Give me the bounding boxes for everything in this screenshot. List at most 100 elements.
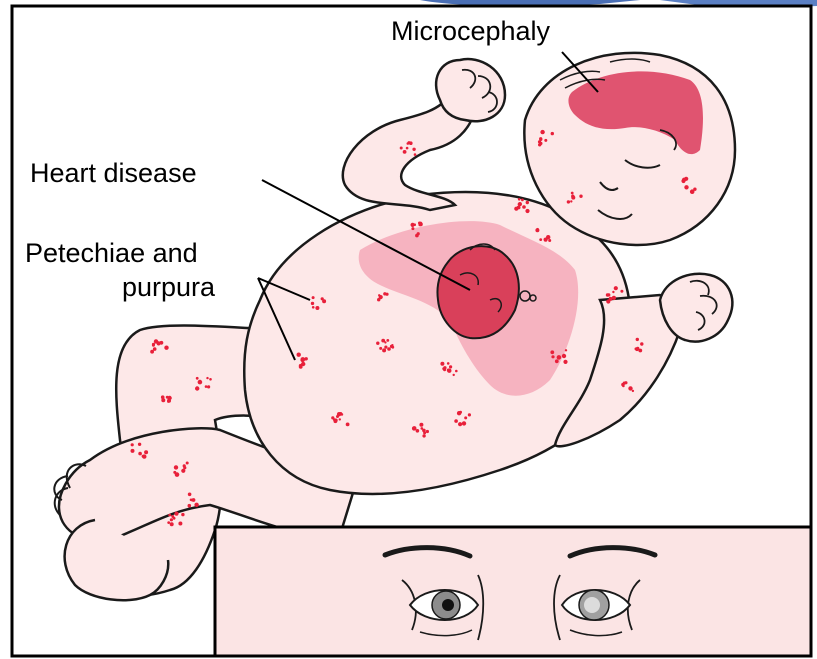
petechia-dot [563, 360, 567, 364]
petechia-dot [550, 350, 554, 354]
petechia-dot [150, 350, 154, 354]
petechia-dot [526, 201, 529, 204]
petechia-dot [174, 465, 178, 469]
petechia-dot [612, 291, 614, 293]
petechia-dot [628, 386, 632, 390]
petechia-dot [411, 227, 414, 230]
petechia-dot [521, 199, 524, 202]
petechia-dot [195, 386, 199, 390]
petechia-dot [562, 354, 566, 358]
petechia-dot [377, 298, 380, 301]
petechia-dot [518, 198, 521, 201]
petechia-dot [419, 423, 423, 427]
petechia-dot [462, 421, 466, 425]
petechia-dot [171, 515, 174, 518]
petechia-dot [131, 443, 134, 446]
petechia-dot [442, 367, 445, 370]
petechia-dot [315, 306, 319, 310]
petechia-dot [164, 346, 168, 350]
petechia-dot [457, 411, 461, 415]
petechia-dot [522, 205, 526, 209]
petechia-dot [555, 359, 559, 363]
petechia-dot [154, 339, 158, 343]
petechia-dot [194, 503, 198, 507]
petechia-dot [418, 222, 421, 225]
petechia-dot [175, 472, 180, 477]
petechia-dot [167, 521, 170, 524]
petechia-dot [299, 365, 303, 369]
eyes-inset-cataract [215, 527, 811, 656]
petechia-dot [571, 195, 574, 198]
petechia-dot [181, 469, 185, 473]
petechia-dot [468, 413, 471, 416]
petechia-dot [416, 429, 420, 433]
petechia-dot [539, 238, 542, 241]
petechia-dot [190, 499, 193, 502]
petechia-dot [684, 185, 688, 189]
petechia-dot [312, 296, 315, 299]
petechia-dot [186, 462, 189, 465]
petechia-dot [400, 147, 403, 150]
petechia-dot [385, 293, 388, 296]
petechia-dot [421, 427, 424, 430]
petechia-dot [207, 385, 210, 388]
petechia-dot [548, 239, 551, 242]
right-hand [660, 274, 732, 342]
petechia-dot [557, 355, 562, 360]
petechia-dot [409, 141, 413, 145]
petechia-dot [539, 142, 542, 145]
petechia-dot [297, 353, 301, 357]
petechia-dot [551, 355, 554, 358]
petechia-dot [544, 139, 547, 142]
petechia-dot [168, 514, 171, 517]
petechia-dot [379, 347, 382, 350]
petechia-dot [196, 377, 199, 380]
petechia-dot [455, 370, 458, 373]
petechia-dot [188, 493, 192, 497]
petechia-dot [693, 188, 696, 191]
petechia-dot [464, 416, 467, 419]
petechia-dot [387, 347, 391, 351]
petechia-dot [417, 232, 420, 235]
petechia-dot [544, 238, 548, 242]
petechia-dot [632, 390, 634, 392]
petechia-dot [167, 401, 169, 403]
petechia-dot [414, 153, 417, 156]
petechia-dot [407, 142, 410, 145]
petechia-dot [635, 347, 638, 350]
label-microcephaly: Microcephaly [391, 16, 550, 47]
petechia-dot [384, 346, 387, 349]
petechia-dot [403, 150, 407, 154]
petechia-dot [311, 302, 314, 305]
petechia-dot [144, 450, 148, 454]
heart-icon [437, 246, 518, 338]
petechia-dot [178, 522, 182, 526]
petechia-dot [336, 415, 339, 418]
petechia-dot [606, 299, 610, 303]
petechia-dot [412, 426, 416, 430]
petechia-dot [160, 341, 164, 345]
petechia-dot [640, 342, 643, 345]
petechia-dot [406, 147, 409, 150]
petechia-dot [567, 200, 570, 203]
petechia-dot [518, 203, 521, 206]
petechia-dot [514, 207, 518, 211]
petechia-dot [341, 413, 344, 416]
petechia-dot [612, 296, 616, 300]
petechia-dot [382, 348, 386, 352]
petechia-dot [609, 297, 612, 300]
petechia-dot [539, 138, 542, 141]
petechia-dot [138, 452, 142, 456]
petechia-dot [536, 228, 538, 230]
petechia-dot [304, 358, 307, 361]
petechia-dot [205, 385, 208, 388]
petechia-dot [540, 130, 544, 134]
petechia-dot [198, 380, 203, 385]
left-fist [436, 59, 505, 121]
petechia-dot [378, 294, 380, 296]
petechia-dot [606, 293, 609, 296]
label-heart-disease: Heart disease [30, 158, 197, 189]
petechia-dot [579, 195, 582, 198]
